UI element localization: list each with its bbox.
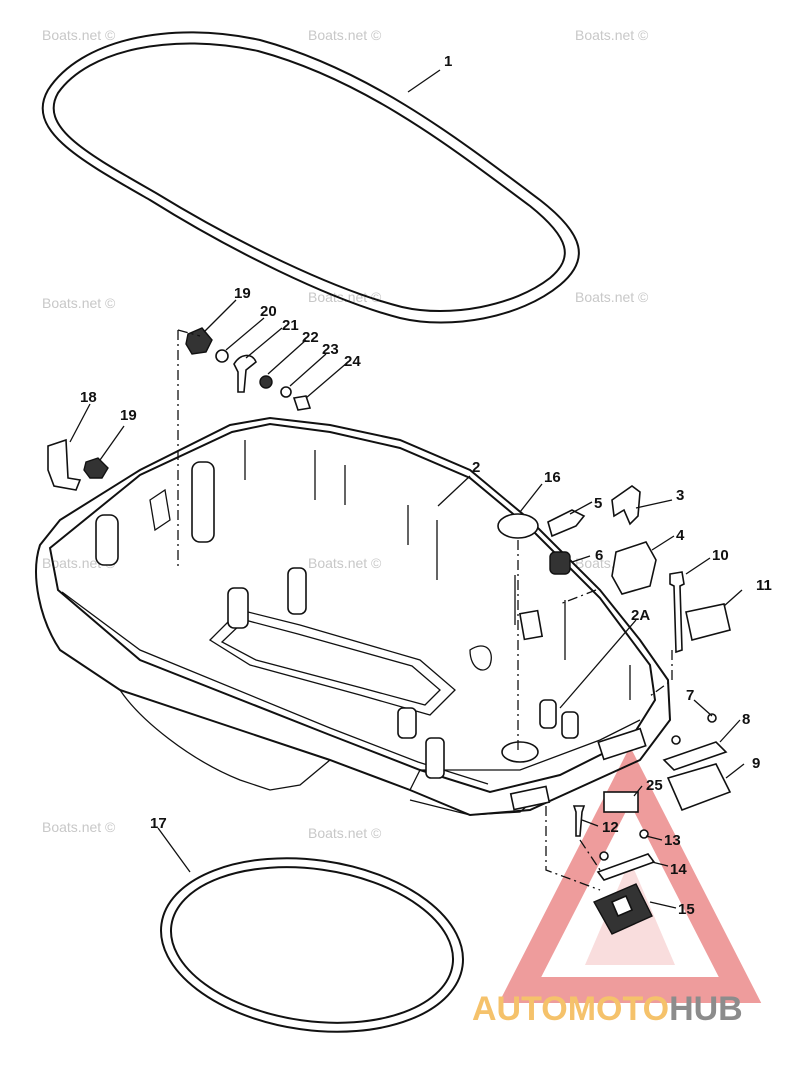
watermark: Boats.net ©: [42, 819, 116, 835]
callout-label: 5: [594, 495, 602, 512]
watermark: Boats.net ©: [308, 27, 382, 43]
lower-cowl: [35, 416, 672, 817]
watermark-layer: Boats.net © Boats.net © Boats.net © Boat…: [42, 27, 649, 841]
watermark: Boats.net ©: [42, 27, 116, 43]
callout-label: 9: [752, 755, 760, 772]
callout-label: 14: [670, 861, 687, 878]
callout-label: 7: [686, 687, 694, 704]
callout-label: 16: [544, 469, 561, 486]
callout-label: 20: [260, 303, 277, 320]
callout-label: 21: [282, 317, 299, 334]
callout-label: 25: [646, 777, 663, 794]
callout-labels: 1 2 2A 3 4 5 6 7 8 9 10 11 12 13 14 15 1…: [80, 53, 772, 918]
hardware-parts: [47, 327, 732, 935]
callout-label: 6: [595, 547, 603, 564]
bottom-seal: [160, 857, 464, 1033]
callout-label: 11: [756, 577, 772, 594]
watermark: Boats.net ©: [308, 825, 382, 841]
callout-label: 22: [302, 329, 319, 346]
callout-label: 15: [678, 901, 695, 918]
logo: AUTOMOTOHUB: [472, 990, 743, 1028]
callout-label: 8: [742, 711, 750, 728]
watermark: Boats.net ©: [575, 289, 649, 305]
callout-label: 2A: [631, 607, 650, 624]
callout-label: 19: [234, 285, 251, 302]
callout-label: 24: [344, 353, 361, 370]
callout-label: 18: [80, 389, 97, 406]
callout-label: 17: [150, 815, 167, 832]
callout-label: 4: [676, 527, 685, 544]
callout-label: 19: [120, 407, 137, 424]
callout-label: 23: [322, 341, 339, 358]
svg-text:AUTOMOTOHUB: AUTOMOTOHUB: [472, 990, 743, 1028]
callout-label: 12: [602, 819, 619, 836]
callout-label: 1: [444, 53, 452, 70]
watermark: Boats.net ©: [308, 555, 382, 571]
callout-label: 2: [472, 459, 480, 476]
callout-label: 13: [664, 832, 681, 849]
leader-lines: [69, 69, 745, 909]
watermark: Boats.net ©: [575, 27, 649, 43]
callout-label: 3: [676, 487, 684, 504]
top-seal: [41, 31, 580, 324]
logo-word-automoto: AUTOMOTO: [472, 990, 669, 1028]
callout-label: 10: [712, 547, 729, 564]
watermark: Boats.net ©: [42, 295, 116, 311]
logo-word-hub: HUB: [669, 990, 743, 1028]
